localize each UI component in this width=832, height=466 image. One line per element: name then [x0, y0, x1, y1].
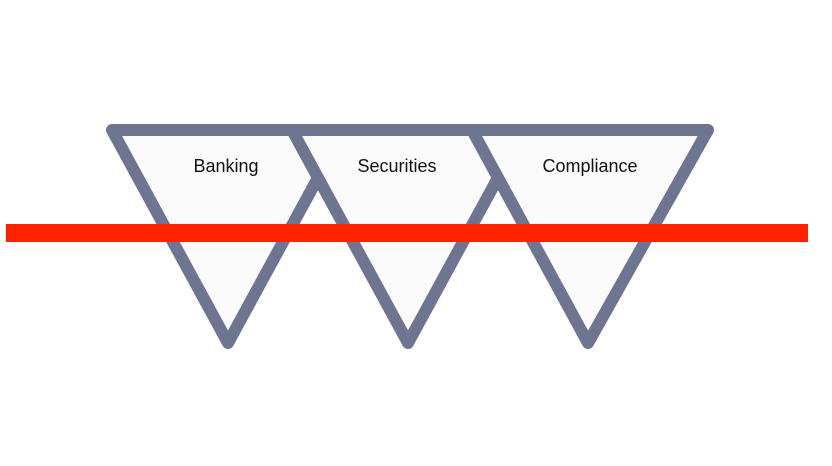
label-banking: Banking	[193, 156, 259, 176]
label-securities: Securities	[357, 156, 437, 176]
red-threshold-line	[6, 224, 808, 242]
label-compliance: Compliance	[542, 156, 638, 176]
